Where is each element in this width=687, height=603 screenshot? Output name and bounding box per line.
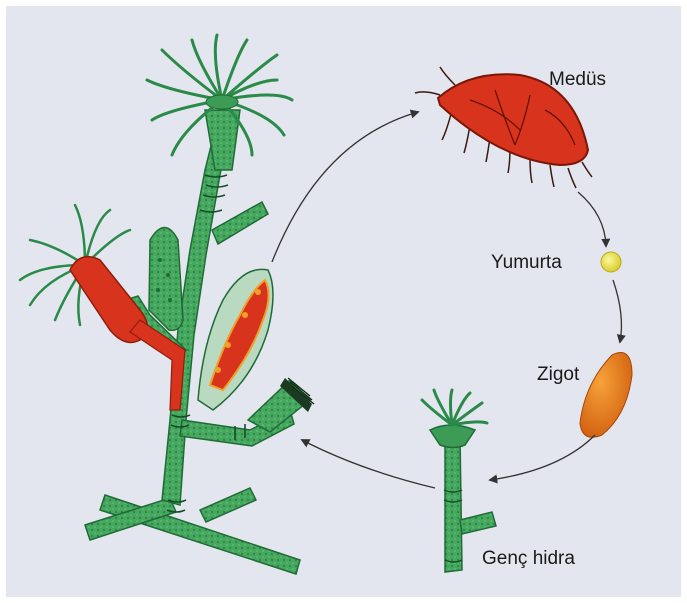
young-hydra <box>422 390 496 572</box>
label-egg: Yumurta <box>491 252 562 274</box>
gonangium <box>198 269 273 410</box>
arrow-colony-to-medusa <box>272 112 418 262</box>
egg <box>601 252 621 272</box>
arrow-zygote-to-young <box>490 435 595 480</box>
cone-polyp <box>248 378 314 432</box>
zygote <box>580 353 632 438</box>
hydroid-colony <box>85 110 300 574</box>
label-medusa: Medüs <box>549 69 606 91</box>
arrow-young-to-colony <box>302 440 435 488</box>
feeding-polyp-top <box>147 35 292 170</box>
arrow-egg-to-zygote <box>613 280 621 342</box>
label-zygote: Zigot <box>537 364 579 386</box>
green-bud <box>149 228 183 331</box>
arrow-medusa-to-egg <box>578 192 606 246</box>
label-young-hydra: Genç hidra <box>482 548 575 570</box>
